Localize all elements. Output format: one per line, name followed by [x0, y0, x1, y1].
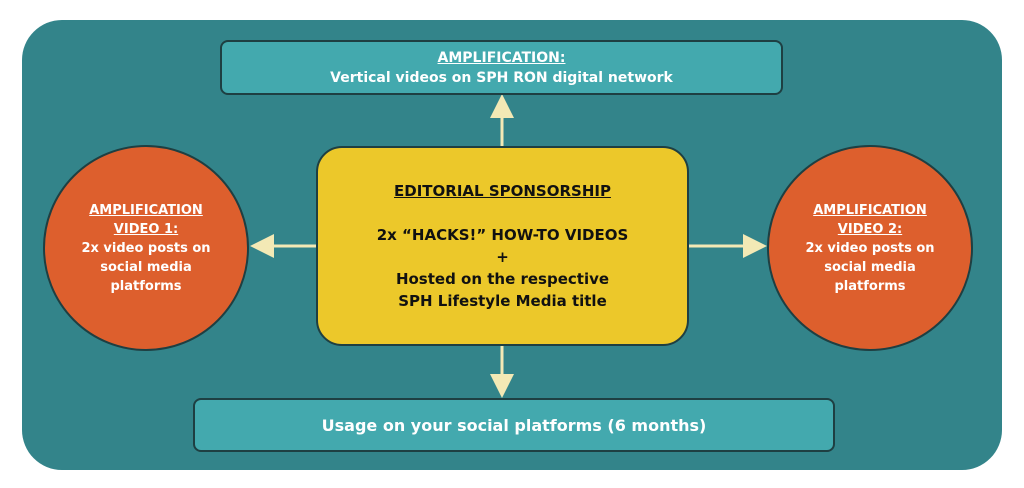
- right-line3: platforms: [834, 278, 906, 294]
- right-title1: AMPLIFICATION: [813, 202, 927, 218]
- amplification-video-1-circle: AMPLIFICATION VIDEO 1: 2x video posts on…: [43, 145, 249, 351]
- left-title2: VIDEO 1:: [113, 221, 179, 237]
- amplification-network-box: AMPLIFICATION: Vertical videos on SPH RO…: [220, 40, 783, 95]
- right-title2: VIDEO 2:: [837, 221, 903, 237]
- top-box-text: Vertical videos on SPH RON digital netwo…: [330, 69, 673, 86]
- editorial-sponsorship-box: EDITORIAL SPONSORSHIP 2x “HACKS!” HOW-TO…: [316, 146, 689, 346]
- center-plus: +: [496, 248, 509, 266]
- center-line1: 2x “HACKS!” HOW-TO VIDEOS: [376, 226, 629, 244]
- bottom-box-text: Usage on your social platforms (6 months…: [321, 415, 707, 435]
- left-line3: platforms: [110, 278, 182, 294]
- right-line1: 2x video posts on: [805, 240, 935, 256]
- center-title: EDITORIAL SPONSORSHIP: [394, 182, 611, 200]
- center-line3: SPH Lifestyle Media title: [398, 292, 607, 310]
- left-title1: AMPLIFICATION: [89, 202, 203, 218]
- amplification-video-2-circle: AMPLIFICATION VIDEO 2: 2x video posts on…: [767, 145, 973, 351]
- left-line2: social media: [100, 259, 192, 275]
- left-line1: 2x video posts on: [81, 240, 211, 256]
- top-box-title: AMPLIFICATION:: [437, 49, 566, 66]
- center-line2: Hosted on the respective: [395, 270, 610, 288]
- right-line2: social media: [824, 259, 916, 275]
- social-usage-box: Usage on your social platforms (6 months…: [193, 398, 835, 452]
